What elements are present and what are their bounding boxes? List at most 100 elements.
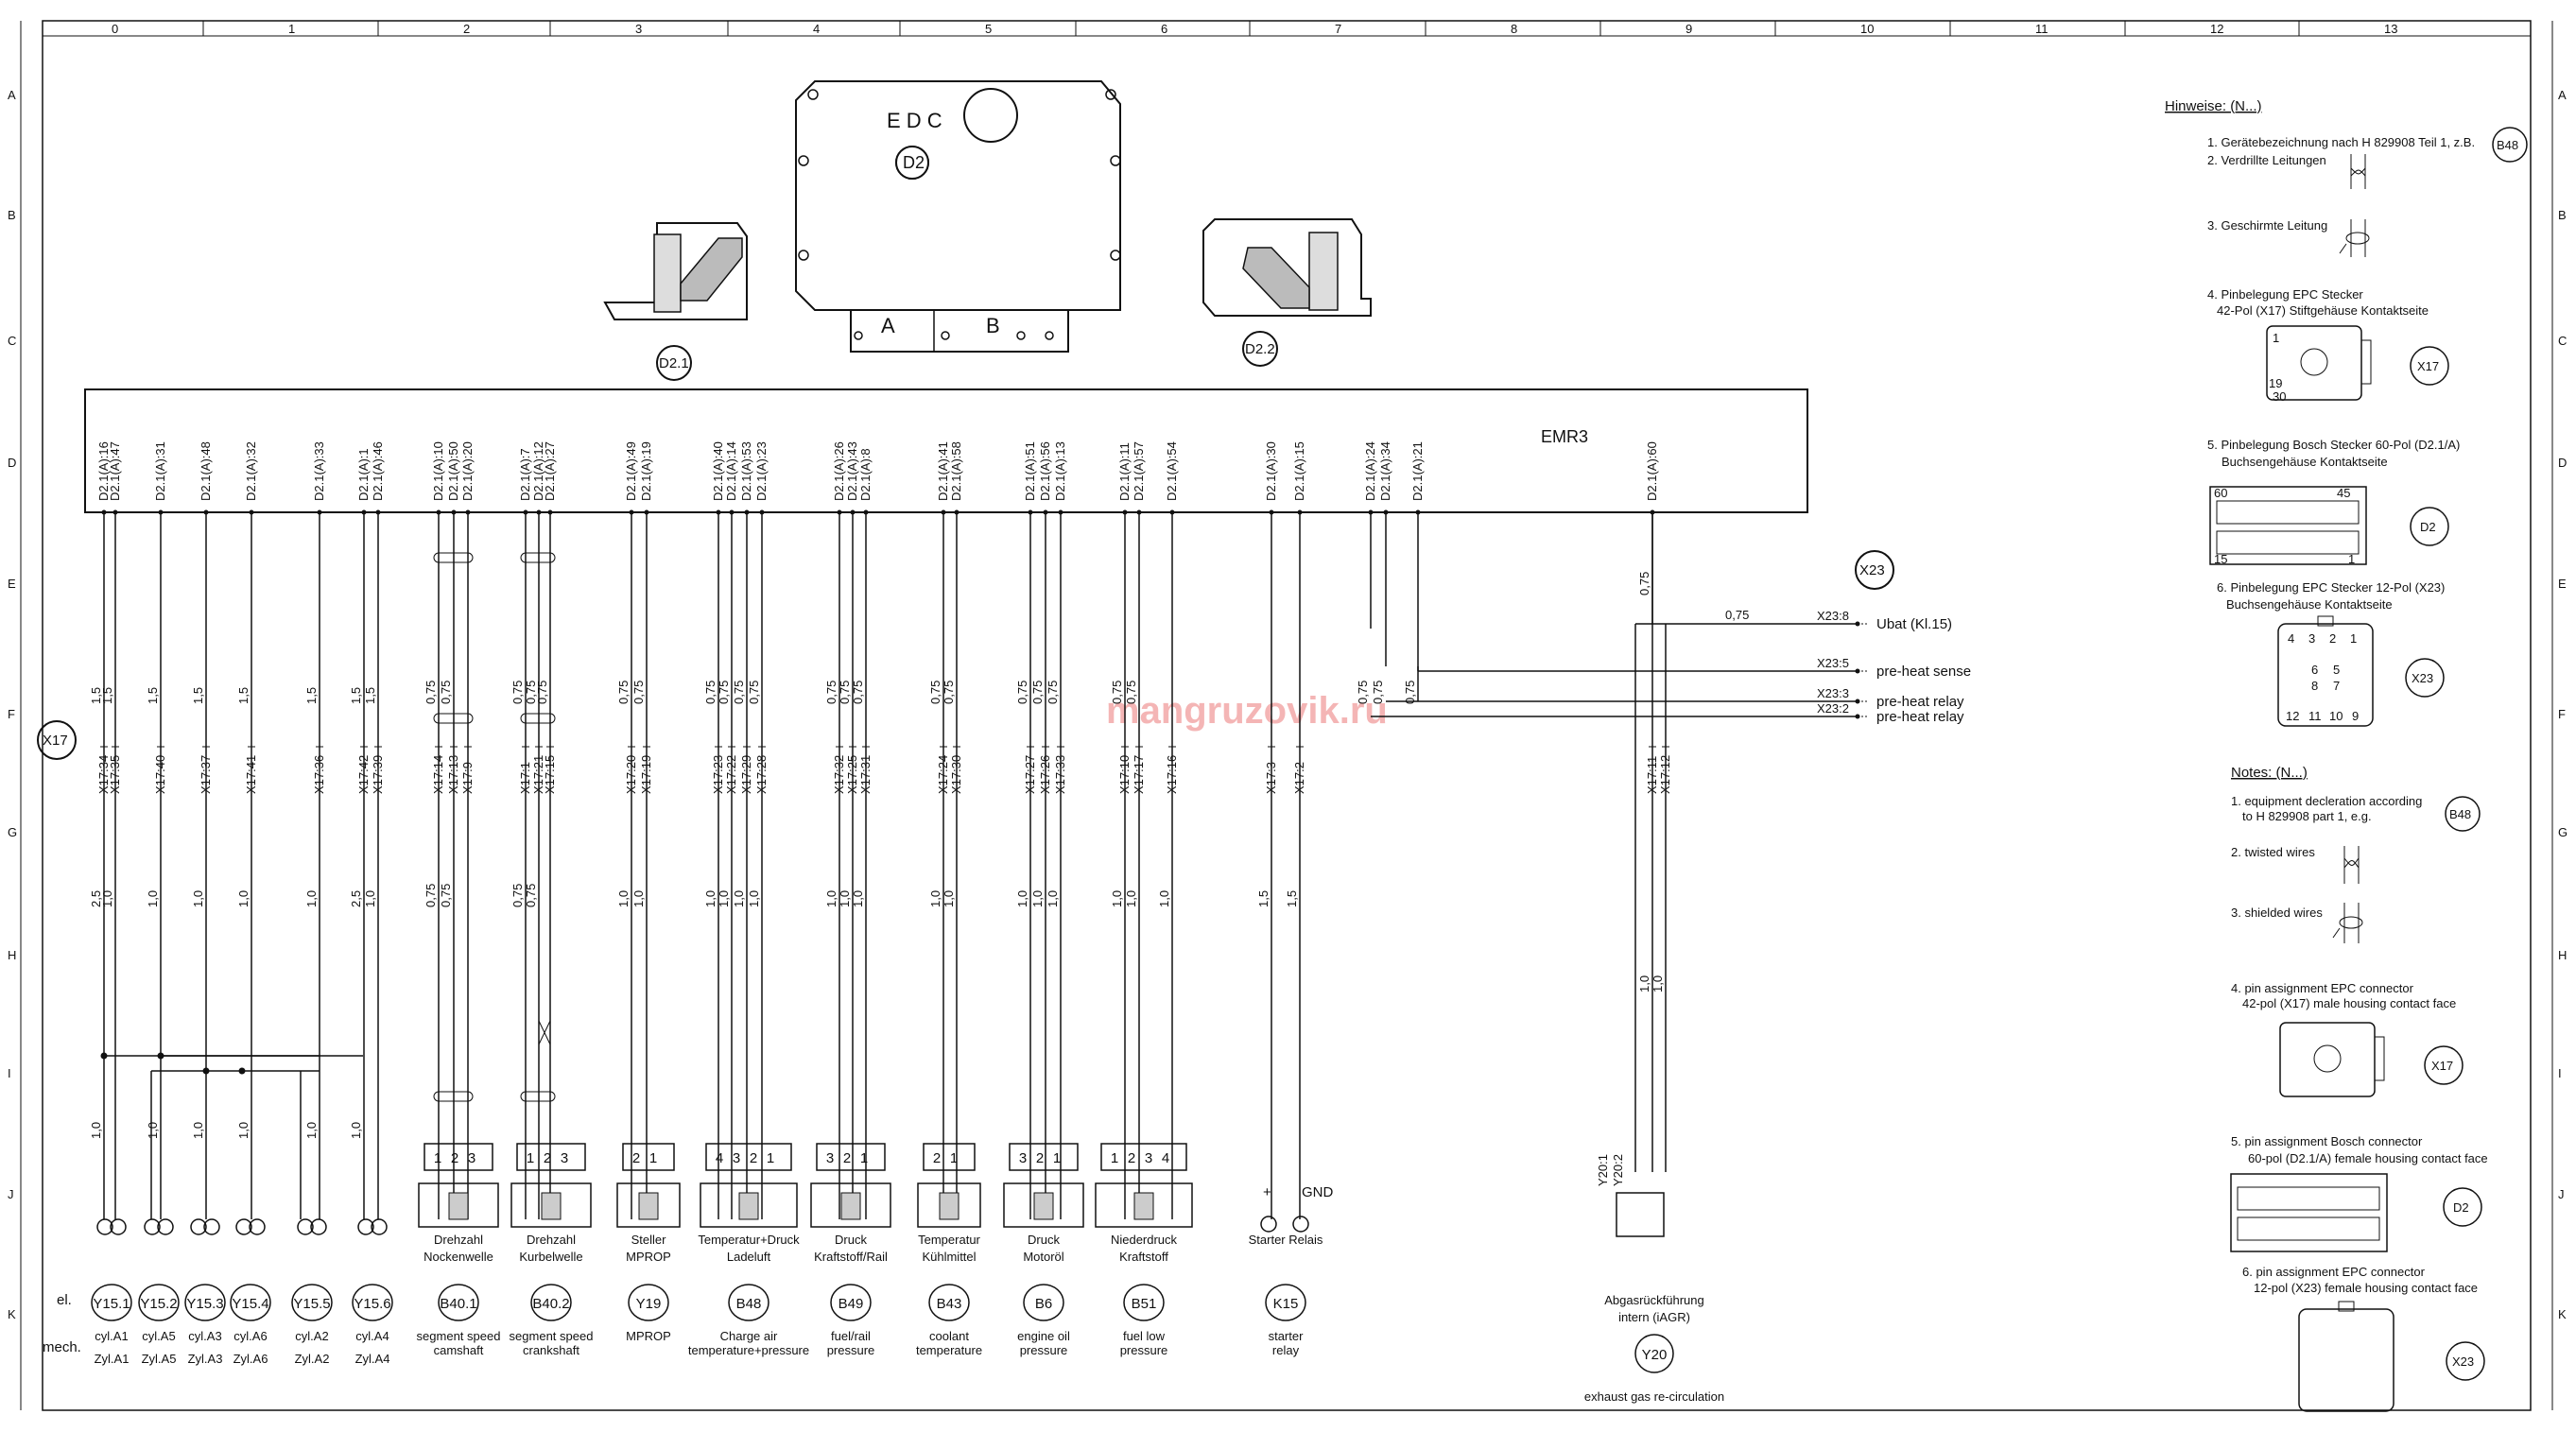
emr3-bus: EMR3 bbox=[84, 388, 1808, 513]
x23-signal-label: Ubat (Kl.15) bbox=[1876, 616, 1952, 632]
wire-gauge: 1,5 bbox=[100, 687, 114, 704]
wire-x17-terminal: X17:36 bbox=[312, 755, 326, 794]
x23-pin: 5 bbox=[2333, 663, 2340, 677]
notes-de-n3: 3. Geschirmte Leitung bbox=[2207, 218, 2327, 233]
component-mech-alt: Zyl.A5 bbox=[142, 1352, 177, 1366]
component-label-en: MPROP bbox=[626, 1329, 671, 1343]
wire-pin-label: D2.1(A):51 bbox=[1023, 441, 1037, 501]
x23-connector-icon-de: 4 3 2 1 6 5 8 7 12 11 10 9 bbox=[2277, 615, 2374, 727]
wire-pin-label: D2.1(A):30 bbox=[1264, 441, 1278, 501]
component-mech-alt: Zyl.A3 bbox=[188, 1352, 223, 1366]
wire-x17-terminal: X17:22 bbox=[724, 755, 738, 794]
wire-pin-label: D2.1(A):56 bbox=[1038, 441, 1052, 501]
grid-row-label: D bbox=[8, 456, 16, 470]
wire-pin-label: D2.1(A):50 bbox=[446, 441, 460, 501]
component-label-de: Temperatur+Druck bbox=[698, 1233, 800, 1247]
wire-gauge: 1,5 bbox=[304, 687, 319, 704]
notes-de-n4-tag: X17 bbox=[2417, 359, 2439, 373]
component-id: B49 bbox=[838, 1296, 864, 1312]
grid-col-label: 9 bbox=[1686, 22, 1692, 36]
wire-gauge: 0,75 bbox=[535, 681, 549, 704]
wire-x17-terminal: X17:16 bbox=[1165, 755, 1179, 794]
wire-gauge: 1,0 bbox=[1651, 975, 1665, 992]
notes-en-n4-tag: X17 bbox=[2431, 1059, 2453, 1073]
wire-gauge: 0,75 bbox=[439, 884, 453, 907]
emr3-label: EMR3 bbox=[1541, 427, 1588, 446]
wire-gauge: 1,0 bbox=[304, 1122, 319, 1139]
component-mech-alt: Zyl.A6 bbox=[233, 1352, 268, 1366]
x23-pin: 7 bbox=[2333, 679, 2340, 693]
notes-en-n6-tag: X23 bbox=[2452, 1354, 2474, 1369]
grid-row-label: H bbox=[8, 948, 16, 962]
wire-x17-terminal: X17:15 bbox=[543, 755, 557, 794]
notes-en-n2: 2. twisted wires bbox=[2231, 845, 2315, 859]
y20-pin-label: Y20:1 bbox=[1596, 1154, 1610, 1186]
grid-col-label: 6 bbox=[1161, 22, 1167, 36]
wire-bundle: D2.1(A):161,5X17:342,51,0D2.1(A):471,5X1… bbox=[89, 441, 1672, 1219]
wire-gauge: 0,75 bbox=[928, 681, 942, 704]
plug-pin-number: 4 bbox=[1162, 1150, 1169, 1166]
wire-gauge: 1,0 bbox=[1046, 890, 1060, 907]
wire-gauge: 0,75 bbox=[851, 681, 865, 704]
x23-pin: 6 bbox=[2311, 663, 2318, 677]
k15-gnd-label: GND bbox=[1302, 1184, 1334, 1200]
notes-de-heading: Hinweise: (N...) bbox=[2165, 98, 2262, 114]
grid-col-label: 0 bbox=[112, 22, 118, 36]
wire-pin-label: D2.1(A):33 bbox=[312, 441, 326, 501]
ecu-plug-b: B bbox=[986, 314, 1000, 337]
wire-x17-terminal: X17:35 bbox=[108, 755, 122, 794]
wire-pin-label: D2.1(A):31 bbox=[153, 441, 167, 501]
notes-en-n6: 6. pin assignment EPC connector bbox=[2242, 1265, 2426, 1279]
wire: X17:121,0 bbox=[1651, 624, 1672, 1172]
component-label-en: Charge air bbox=[720, 1329, 778, 1343]
wire-x17-terminal: X17:41 bbox=[244, 755, 258, 794]
plug-pin-number: 2 bbox=[632, 1150, 640, 1166]
wire-pin-label: D2.1(A):41 bbox=[936, 441, 950, 501]
notes-de-n6b: Buchsengehäuse Kontaktseite bbox=[2226, 597, 2393, 612]
grid-col-label: 11 bbox=[2035, 22, 2049, 36]
component-mech: cyl.A4 bbox=[355, 1329, 389, 1343]
wire-x17-terminal: X17:10 bbox=[1117, 755, 1132, 794]
wire-x17-terminal: X17:20 bbox=[624, 755, 638, 794]
x23-pin: 11 bbox=[2308, 709, 2322, 723]
plug-pin-number: 3 bbox=[1145, 1150, 1152, 1166]
notes-en-n1: 1. equipment decleration according bbox=[2231, 794, 2422, 808]
grid-col-label: 13 bbox=[2384, 22, 2397, 36]
wire-x17-terminal: X17:39 bbox=[371, 755, 385, 794]
wire-gauge: 1,0 bbox=[191, 890, 205, 907]
plug-pin-number: 3 bbox=[468, 1150, 475, 1166]
wire-pin-label: D2.1(A):11 bbox=[1117, 442, 1132, 501]
wire: D2.1(A):240,75 bbox=[1356, 441, 1377, 704]
wire-pin-label: D2.1(A):43 bbox=[845, 441, 859, 501]
wire-pin-label: D2.1(A):13 bbox=[1053, 441, 1067, 501]
x23-terminal: X23:5 bbox=[1817, 656, 1849, 670]
component-label-de: Motoröl bbox=[1023, 1250, 1063, 1264]
grid-row-label: J bbox=[2558, 1187, 2565, 1201]
tag-x23: X23 bbox=[1855, 550, 1894, 590]
wire-pin-label: D2.1(A):16 bbox=[96, 441, 111, 501]
component-id: B48 bbox=[736, 1296, 762, 1312]
wire-x17-terminal: X17:2 bbox=[1292, 762, 1306, 794]
wire-gauge: 1,5 bbox=[146, 687, 160, 704]
wire-pin-label: D2.1(A):15 bbox=[1292, 441, 1306, 501]
wire-gauge: 0,75 bbox=[1124, 681, 1138, 704]
plug-pin-number: 3 bbox=[561, 1150, 568, 1166]
wire-x17-terminal: X17:30 bbox=[949, 755, 963, 794]
component-id: Y15.1 bbox=[93, 1296, 130, 1312]
